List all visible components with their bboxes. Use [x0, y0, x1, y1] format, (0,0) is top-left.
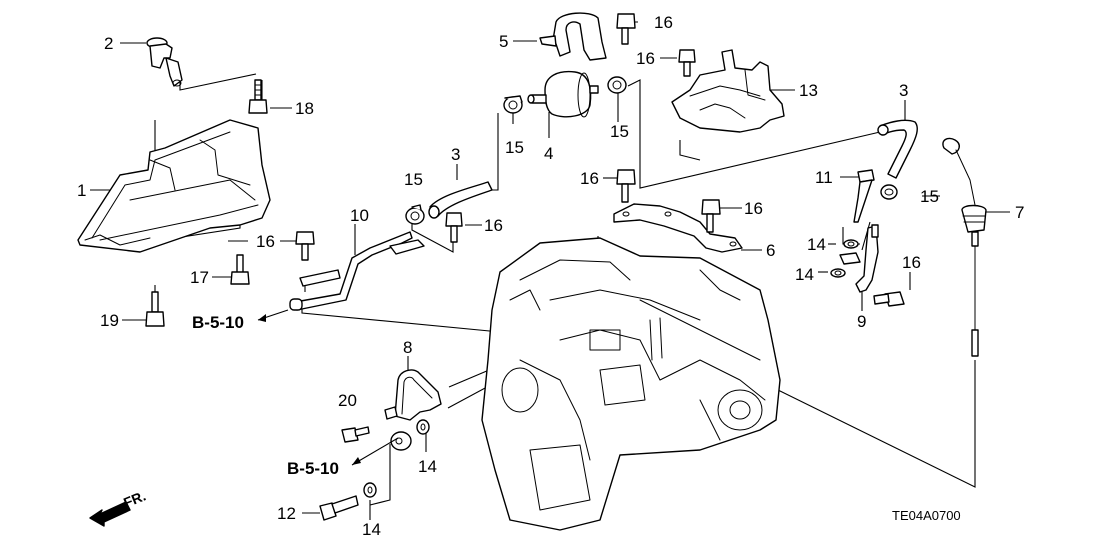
- callout-16: 16: [744, 199, 763, 218]
- callout-9: 9: [857, 312, 866, 331]
- washer-part-14-b: [830, 268, 846, 278]
- callout-5: 5: [499, 32, 508, 51]
- diagram-code: TE04A0700: [892, 508, 961, 523]
- callout-12: 12: [277, 504, 296, 523]
- bolt-part-16-f: [701, 199, 721, 233]
- callout-16: 16: [636, 49, 655, 68]
- bolt-part-16-d: [678, 49, 696, 77]
- joint-fitting: [390, 431, 412, 451]
- hose-part-3-a: [428, 181, 493, 219]
- pipe-part-8: [384, 369, 442, 421]
- callout-14: 14: [795, 265, 814, 284]
- callout-13: 13: [799, 81, 818, 100]
- washer-part-14-d: [363, 482, 377, 498]
- callout-18: 18: [295, 99, 314, 118]
- callout-7: 7: [1015, 203, 1024, 222]
- clip-part-15-b: [503, 95, 523, 114]
- bolt-part-17: [230, 254, 250, 285]
- callout-16: 16: [484, 216, 503, 235]
- callout-10: 10: [350, 206, 369, 225]
- transmission-assembly: [481, 237, 781, 531]
- callout-19: 19: [100, 311, 119, 330]
- callout-11: 11: [815, 168, 833, 187]
- pipe-bracket-part-9: [839, 224, 879, 293]
- callout-15: 15: [505, 138, 524, 157]
- callout-3: 3: [451, 145, 460, 164]
- callout-16: 16: [902, 253, 921, 272]
- dipstick-part-7: [942, 137, 987, 357]
- filter-part-4: [527, 70, 599, 118]
- callout-15: 15: [404, 170, 423, 189]
- callout-6: 6: [766, 241, 775, 260]
- bolt-part-16-e: [616, 169, 636, 203]
- reference-label-b-5-10: B-5-10: [192, 313, 244, 332]
- pipe-part-10: [289, 231, 425, 311]
- reference-label-b-5-10: B-5-10: [287, 459, 339, 478]
- callout-15: 15: [920, 187, 939, 206]
- callout-15: 15: [610, 122, 629, 141]
- callout-1: 1: [77, 181, 86, 200]
- callout-labels: 1 2 3 3 4 5 6 7 8 9 10 11 12 13 14 14 14…: [77, 13, 1024, 539]
- clip-part-15-a: [405, 204, 425, 225]
- bolt-part-20: [341, 426, 370, 443]
- joint-bolt-part-11: [853, 169, 875, 223]
- lower-cover-part-1: [77, 119, 271, 253]
- hose-part-3-b: [877, 119, 918, 179]
- bolt-part-16-a: [295, 231, 315, 261]
- callout-14: 14: [362, 520, 381, 539]
- bolt-part-16-c: [616, 13, 636, 45]
- callout-16: 16: [654, 13, 673, 32]
- bolt-part-19: [145, 291, 165, 327]
- callout-4: 4: [544, 144, 553, 163]
- front-direction-label: FR.: [121, 487, 148, 510]
- front-direction-arrow: [89, 501, 131, 527]
- clip-part-15-d: [880, 184, 898, 200]
- bolt-part-18: [248, 79, 268, 114]
- cover-part-13: [671, 49, 785, 133]
- callout-3: 3: [899, 81, 908, 100]
- callout-16: 16: [580, 169, 599, 188]
- callout-20: 20: [338, 391, 357, 410]
- callout-8: 8: [403, 338, 412, 357]
- callout-2: 2: [104, 34, 113, 53]
- callout-14: 14: [418, 457, 437, 476]
- bolt-part-16-b: [445, 212, 463, 243]
- clamp-bracket-part-5: [539, 12, 607, 61]
- joint-bolt-part-12: [319, 495, 359, 521]
- stay-part-6: [613, 203, 743, 253]
- washer-part-14-c: [416, 419, 430, 435]
- bolt-part-16-g: [873, 291, 905, 307]
- clip-part-15-c: [607, 76, 627, 94]
- reference-arrows: [257, 309, 399, 466]
- callout-16: 16: [256, 232, 275, 251]
- bracket-part-2: [146, 37, 183, 87]
- callout-14: 14: [807, 235, 826, 254]
- callout-17: 17: [190, 268, 209, 287]
- washer-part-14-a: [843, 239, 859, 249]
